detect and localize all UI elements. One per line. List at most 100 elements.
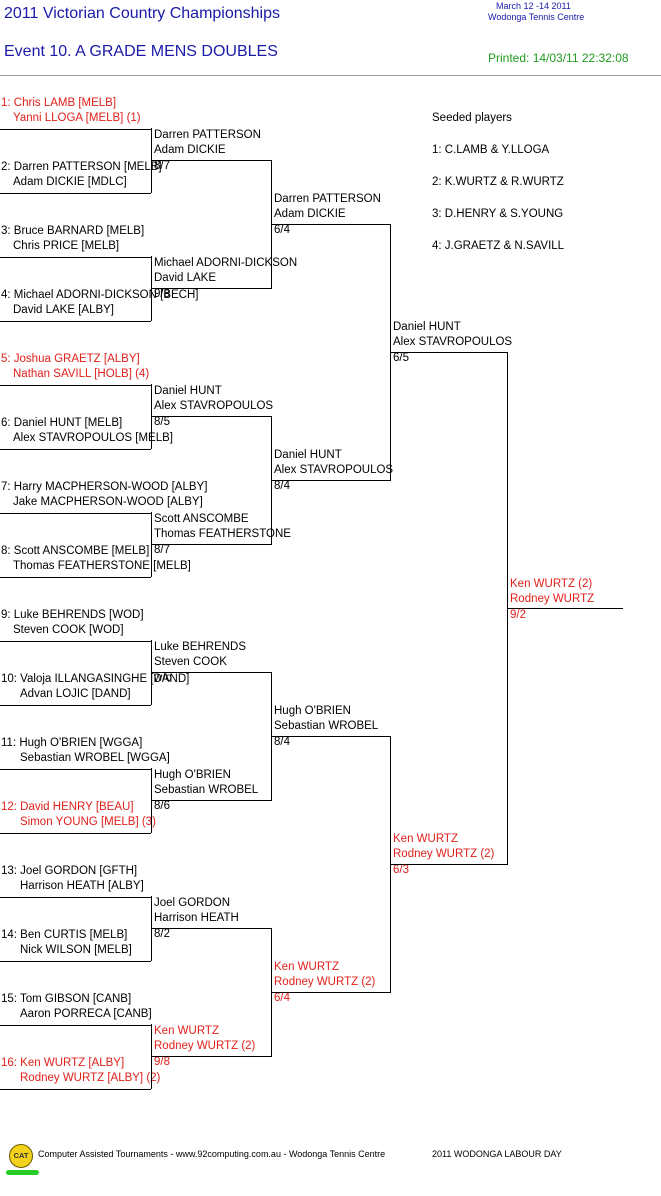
bracket-line xyxy=(271,672,272,801)
r2-line1: Joel GORDON xyxy=(154,897,231,909)
entry-line1: 10: Valoja ILLANGASINGHE [DAND] xyxy=(1,673,190,685)
bracket-line xyxy=(0,321,151,322)
bracket-line xyxy=(272,480,390,481)
r3-line2: Sebastian WROBEL xyxy=(274,720,379,732)
bracket-line xyxy=(0,705,151,706)
entry-line2: Yanni LLOGA [MELB] (1) xyxy=(13,112,141,124)
entry-line2: Rodney WURTZ [ALBY] (2) xyxy=(20,1072,161,1084)
entry-line2: Adam DICKIE [MDLC] xyxy=(13,176,127,188)
r3-line1: Darren PATTERSON xyxy=(274,193,381,205)
entry-line2: Chris PRICE [MELB] xyxy=(13,240,120,252)
champion-score: 9/2 xyxy=(510,609,526,621)
r2-line1: Luke BEHRENDS xyxy=(154,641,247,653)
bracket-line xyxy=(0,961,151,962)
entry-line1: 7: Harry MACPHERSON-WOOD [ALBY] xyxy=(1,481,208,493)
r4-line2: Alex STAVROPOULOS xyxy=(393,336,513,348)
r2-score: 8/2 xyxy=(154,928,170,940)
entry-line1: 2: Darren PATTERSON [MELB] xyxy=(1,161,162,173)
bracket-line xyxy=(152,1056,271,1057)
bracket-line xyxy=(152,288,271,289)
entry-line1: 9: Luke BEHRENDS [WOD] xyxy=(1,609,144,621)
r2-score: 9/8 xyxy=(154,1056,170,1068)
printed-timestamp: Printed: 14/03/11 22:32:08 xyxy=(488,51,629,65)
r2-line2: Rodney WURTZ (2) xyxy=(154,1040,256,1052)
r2-line1: Ken WURTZ xyxy=(154,1025,219,1037)
bracket-line xyxy=(0,897,151,898)
entry-line2: Aaron PORRECA [CANB] xyxy=(20,1008,152,1020)
r2-line2: Sebastian WROBEL xyxy=(154,784,259,796)
bracket-line xyxy=(151,768,152,833)
entry-line1: 15: Tom GIBSON [CANB] xyxy=(1,993,132,1005)
entry-line1: 3: Bruce BARNARD [MELB] xyxy=(1,225,145,237)
r2-line1: Darren PATTERSON xyxy=(154,129,261,141)
bracket-line xyxy=(151,896,152,961)
r3-score: 8/4 xyxy=(274,736,290,748)
r2-line2: Harrison HEATH xyxy=(154,912,239,924)
bracket-line xyxy=(0,385,151,386)
bracket-line xyxy=(0,193,151,194)
bracket-line xyxy=(151,640,152,705)
r2-line2: Steven COOK xyxy=(154,656,227,668)
bracket-line xyxy=(0,833,151,834)
bracket-line xyxy=(152,800,271,801)
tournament-venue: Wodonga Tennis Centre xyxy=(488,12,585,22)
r2-line1: Hugh O'BRIEN xyxy=(154,769,231,781)
r2-line2: David LAKE xyxy=(154,272,217,284)
seed-item: 1: C.LAMB & Y.LLOGA xyxy=(432,144,550,156)
entry-line1: 6: Daniel HUNT [MELB] xyxy=(1,417,123,429)
r2-line1: Scott ANSCOMBE xyxy=(154,513,249,525)
bracket-line xyxy=(271,928,272,1057)
footer-event-name: 2011 WODONGA LABOUR DAY xyxy=(432,1149,562,1159)
entry-line1: 13: Joel GORDON [GFTH] xyxy=(1,865,138,877)
r4-score: 6/5 xyxy=(393,352,409,364)
bracket-line xyxy=(0,129,151,130)
bracket-line xyxy=(272,736,390,737)
r2-score: 8/5 xyxy=(154,416,170,428)
r4-line1: Ken WURTZ xyxy=(393,833,458,845)
entry-line2: Advan LOJIC [DAND] xyxy=(20,688,131,700)
bracket-line xyxy=(0,1089,151,1090)
entry-line2: Sebastian WROBEL [WGGA] xyxy=(20,752,170,764)
bracket-line xyxy=(391,864,507,865)
bracket-line xyxy=(151,256,152,321)
logo-underline xyxy=(6,1170,39,1175)
entry-line2: Alex STAVROPOULOS [MELB] xyxy=(13,432,173,444)
bracket-line xyxy=(0,769,151,770)
entry-line1: 16: Ken WURTZ [ALBY] xyxy=(1,1057,125,1069)
seed-item: 2: K.WURTZ & R.WURTZ xyxy=(432,176,564,188)
tournament-dates: March 12 -14 2011 xyxy=(496,1,571,11)
entry-line2: Simon YOUNG [MELB] (3) xyxy=(20,816,156,828)
r3-line1: Hugh O'BRIEN xyxy=(274,705,351,717)
bracket-line xyxy=(0,513,151,514)
bracket-line xyxy=(152,416,271,417)
bracket-line xyxy=(390,224,391,481)
bracket-line xyxy=(0,577,151,578)
bracket-line xyxy=(391,352,507,353)
bracket-line xyxy=(151,1024,152,1089)
champion-line1: Ken WURTZ (2) xyxy=(510,578,593,590)
entry-line2: Nathan SAVILL [HOLB] (4) xyxy=(13,368,150,380)
bracket-line xyxy=(151,384,152,449)
r4-line1: Daniel HUNT xyxy=(393,321,461,333)
seed-item: 3: D.HENRY & S.YOUNG xyxy=(432,208,564,220)
entry-line1: 8: Scott ANSCOMBE [MELB] xyxy=(1,545,150,557)
bracket-line xyxy=(151,128,152,193)
entry-line2: Jake MACPHERSON-WOOD [ALBY] xyxy=(13,496,203,508)
bracket-line xyxy=(272,224,390,225)
entry-line1: 12: David HENRY [BEAU] xyxy=(1,801,134,813)
bracket-line xyxy=(507,352,508,865)
r3-line2: Adam DICKIE xyxy=(274,208,346,220)
bracket-line xyxy=(152,160,271,161)
cat-logo: CAT xyxy=(9,1144,33,1168)
footer-credit: Computer Assisted Tournaments - www.92co… xyxy=(38,1149,386,1159)
r2-score: 8/6 xyxy=(154,800,170,812)
event-title: Event 10. A GRADE MENS DOUBLES xyxy=(4,43,278,60)
r4-line2: Rodney WURTZ (2) xyxy=(393,848,495,860)
bracket-line xyxy=(271,160,272,289)
r2-line2: Adam DICKIE xyxy=(154,144,226,156)
r3-line2: Rodney WURTZ (2) xyxy=(274,976,376,988)
page-title: 2011 Victorian Country Championships xyxy=(4,5,281,22)
header-divider xyxy=(0,75,661,76)
bracket-line xyxy=(152,672,271,673)
bracket-line xyxy=(272,992,390,993)
